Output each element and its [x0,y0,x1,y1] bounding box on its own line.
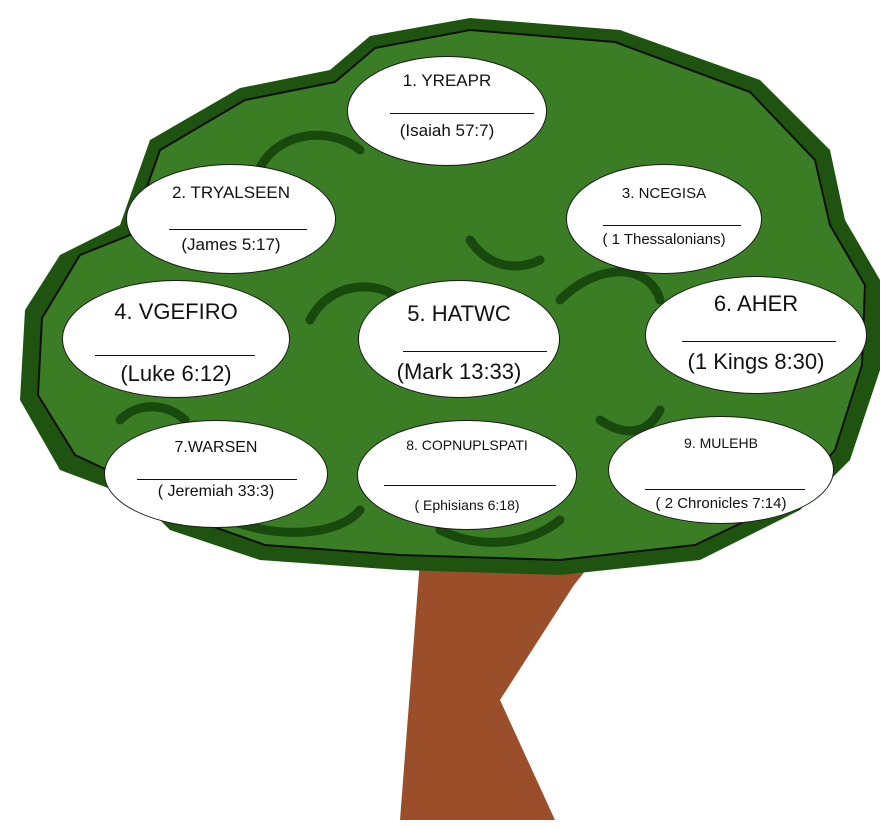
answer-blank-3 [603,225,741,226]
puzzle-oval-5: 5. HATWC (Mark 13:33) [358,280,560,398]
puzzle-word-2: 2. TRYALSEEN [171,183,291,202]
tree-branch [510,560,590,640]
answer-blank-5 [403,351,547,352]
puzzle-word-7: 7.WARSEN [174,439,258,456]
puzzle-oval-1: 1. YREAPR (Isaiah 57:7) [347,56,547,166]
puzzle-word-4: 4. VGEFIRO [114,299,238,324]
answer-blank-2 [169,229,307,230]
verse-reference-2: (James 5:17) [181,235,281,254]
puzzle-word-9: 9. MULEHB [684,435,758,451]
puzzle-oval-8: 8. COPNUPLSPATI ( Ephisians 6:18) [357,420,577,530]
verse-reference-1: (Isaiah 57:7) [399,121,495,140]
puzzle-oval-4: 4. VGEFIRO (Luke 6:12) [62,280,290,398]
answer-blank-8 [384,485,556,486]
answer-blank-6 [682,341,836,342]
puzzle-word-1: 1. YREAPR [402,71,492,90]
puzzle-oval-2: 2. TRYALSEEN (James 5:17) [126,164,336,274]
verse-reference-8: ( Ephisians 6:18) [414,497,520,513]
verse-reference-5: (Mark 13:33) [396,359,522,384]
verse-reference-9: ( 2 Chronicles 7:14) [655,495,787,512]
puzzle-oval-7: 7.WARSEN ( Jeremiah 33:3) [104,420,328,528]
verse-reference-6: (1 Kings 8:30) [687,349,825,374]
answer-blank-1 [390,113,534,114]
answer-blank-7 [137,479,297,480]
verse-reference-7: ( Jeremiah 33:3) [157,483,275,500]
puzzle-word-3: 3. NCEGISA [621,185,707,202]
verse-reference-4: (Luke 6:12) [120,361,232,386]
puzzle-oval-6: 6. AHER (1 Kings 8:30) [645,276,867,394]
tree-trunk [400,560,590,820]
puzzle-word-8: 8. COPNUPLSPATI [406,437,528,453]
puzzle-word-5: 5. HATWC [407,301,511,326]
puzzle-oval-9: 9. MULEHB ( 2 Chronicles 7:14) [608,416,834,524]
answer-blank-4 [95,355,255,356]
verse-reference-3: ( 1 Thessalonians) [602,231,726,248]
puzzle-word-6: 6. AHER [713,291,799,316]
puzzle-oval-3: 3. NCEGISA ( 1 Thessalonians) [566,164,762,274]
answer-blank-9 [645,489,805,490]
